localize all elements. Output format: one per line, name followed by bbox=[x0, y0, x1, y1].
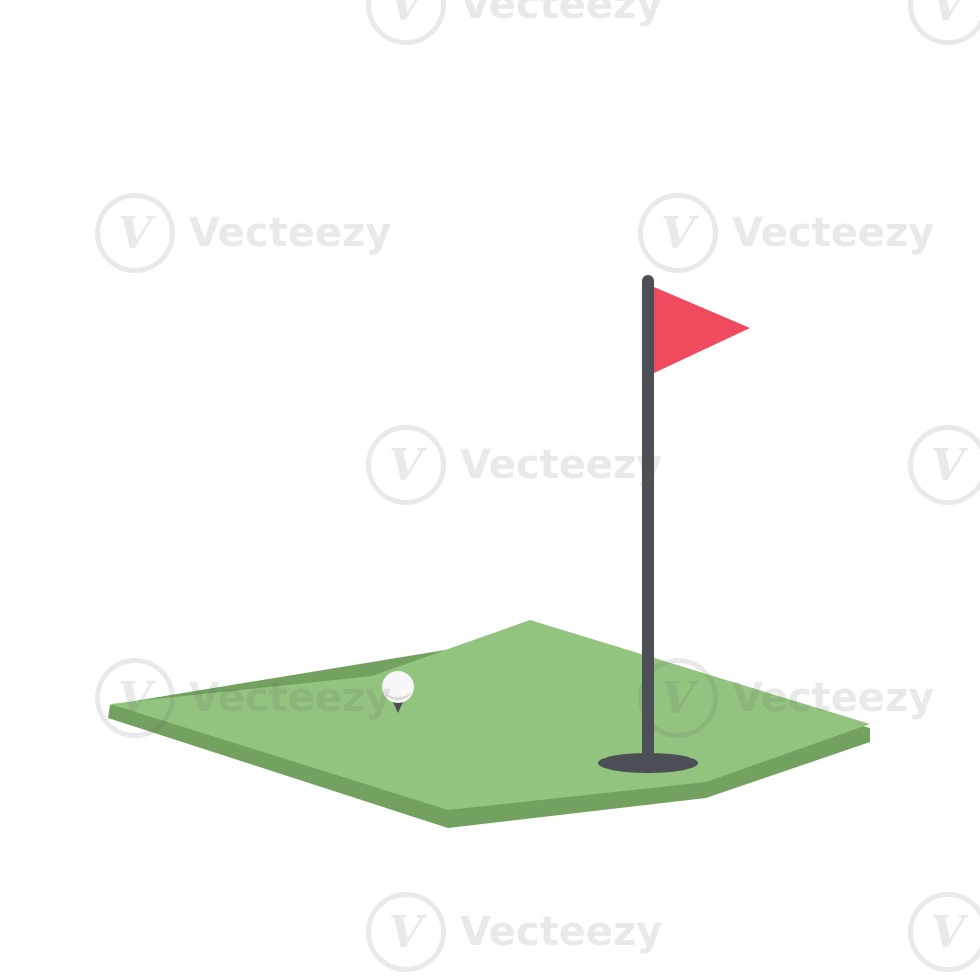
flag-pole bbox=[642, 275, 654, 763]
red-flag bbox=[654, 287, 750, 373]
golf-ball-shading bbox=[384, 692, 412, 701]
golf-tee bbox=[392, 700, 404, 713]
green-top bbox=[110, 620, 870, 810]
golf-ball bbox=[382, 671, 414, 703]
